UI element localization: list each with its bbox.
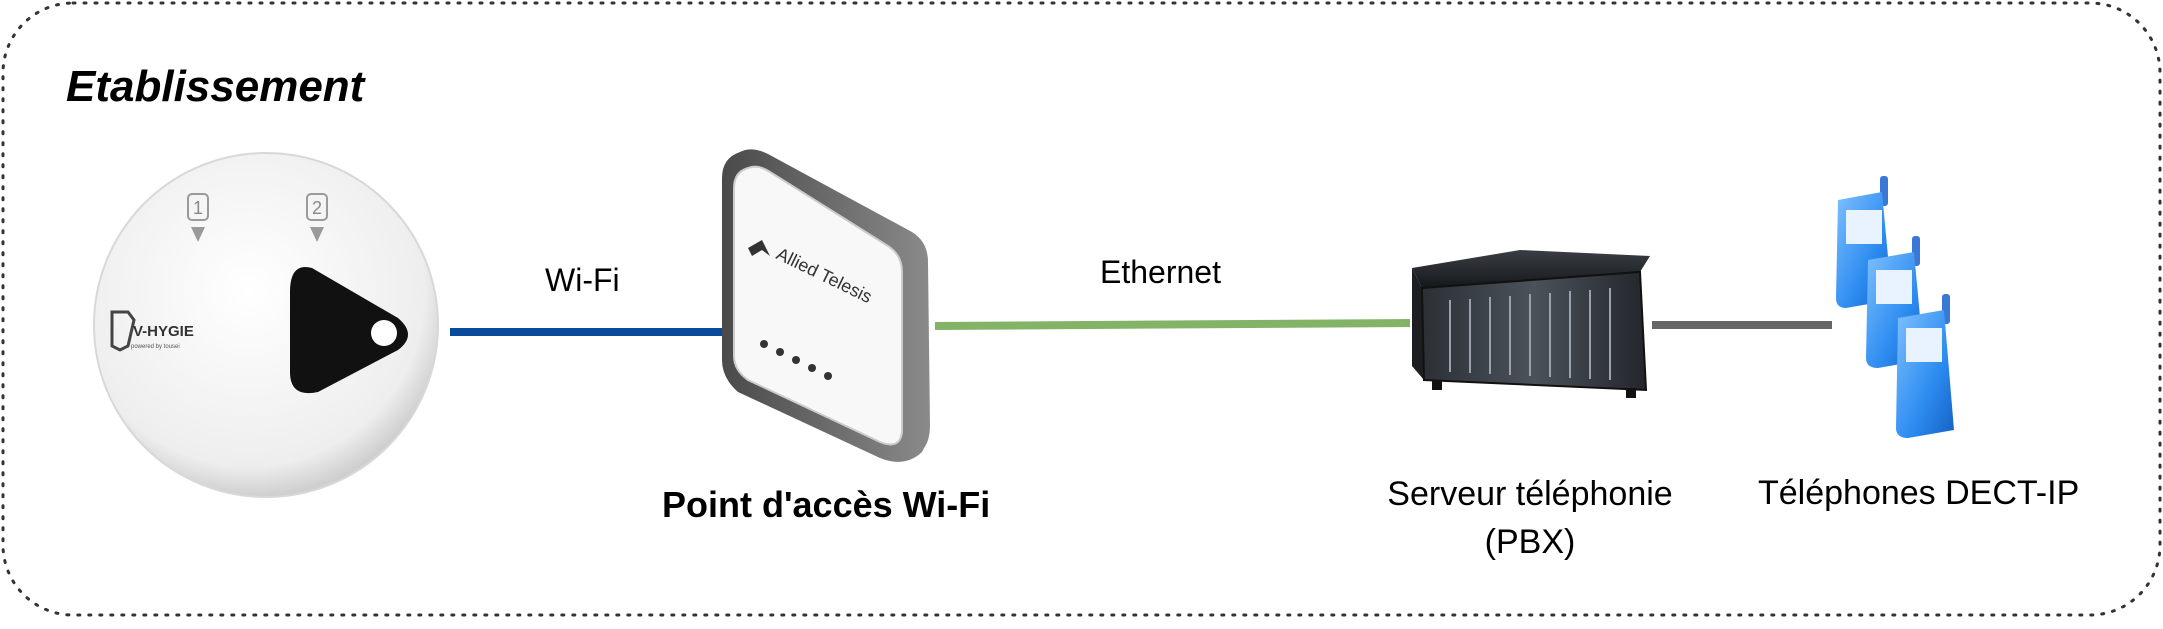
sensor-button-2-icon: 2 xyxy=(306,193,328,242)
access-point-device: Allied Telesis xyxy=(722,149,930,462)
sensor-button-1-label: 1 xyxy=(193,198,203,218)
wifi-link-label: Wi-Fi xyxy=(545,262,620,298)
allied-telesis-logo-icon xyxy=(748,240,770,256)
sensor-brand-subtext: powered by tousei xyxy=(131,344,180,350)
pbx-label-line1: Serveur téléphonie xyxy=(1387,475,1673,513)
dect-phone-3-icon xyxy=(1896,294,1954,438)
sensor-device: 1 2 V-HYGIE powered by tousei xyxy=(93,152,439,498)
tag-hole-icon xyxy=(371,320,397,346)
sensor-brand-text: V-HYGIE xyxy=(133,323,194,340)
vhygie-logo-icon: V-HYGIE powered by tousei xyxy=(110,310,194,352)
access-point-label: Point d'accès Wi-Fi xyxy=(662,484,991,525)
pbx-label-line2: (PBX) xyxy=(1484,523,1576,561)
server-drive-bays xyxy=(1449,288,1611,380)
phones-label: Téléphones DECT-IP xyxy=(1758,474,2080,512)
ap-leds xyxy=(760,340,832,380)
pbx-server-label: Serveur téléphonie (PBX) xyxy=(1380,470,1680,566)
container-title: Etablissement xyxy=(66,62,365,111)
pbx-server-device xyxy=(1412,250,1650,398)
sensor-button-2-label: 2 xyxy=(312,198,322,218)
establishment-boundary xyxy=(1,1,2162,617)
sensor-button-1-icon: 1 xyxy=(187,193,209,242)
ethernet-link xyxy=(934,319,1411,330)
dect-phones-device xyxy=(1836,176,1954,438)
tag-shape-icon xyxy=(290,267,408,394)
ethernet-link-label: Ethernet xyxy=(1100,254,1221,290)
